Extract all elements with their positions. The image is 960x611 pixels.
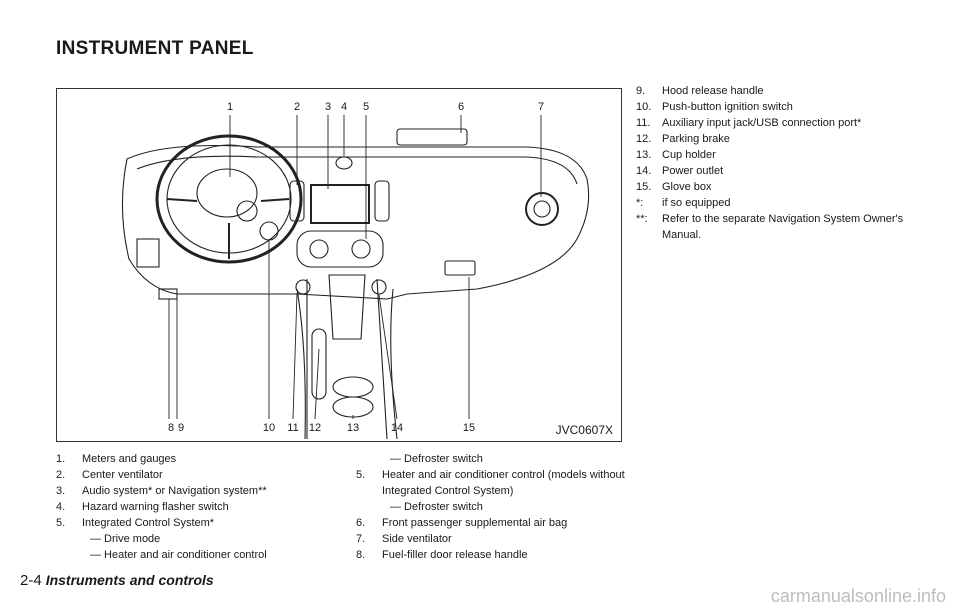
callout-15: 15	[462, 422, 476, 434]
list-item: 15.Glove box	[636, 181, 712, 193]
wheel-spokes	[166, 198, 290, 259]
page-number: 2-4	[20, 572, 42, 589]
list-item: 5.Integrated Control System*	[56, 517, 215, 529]
glove-box-latch	[444, 260, 476, 276]
bottom-leader-lines	[168, 239, 470, 420]
list-item: 6.Front passenger supplemental air bag	[356, 517, 568, 529]
ignition-switch	[259, 221, 279, 241]
list-item: 7.Side ventilator	[356, 533, 452, 545]
callout-14: 14	[390, 422, 404, 434]
cup-holder-front	[332, 376, 374, 398]
sub-item-drive-mode: — Drive mode	[90, 533, 161, 545]
parking-brake	[311, 328, 327, 400]
list-item: 8.Fuel-filler door release handle	[356, 549, 528, 561]
list-item: 11.Auxiliary input jack/USB connection p…	[636, 117, 862, 129]
callout-1: 1	[226, 101, 234, 113]
power-outlet	[371, 279, 387, 295]
shift-lever-area	[328, 274, 366, 340]
side-ventilator-inner	[533, 200, 551, 218]
audio-display	[310, 184, 370, 224]
legend-list-col2: — Defroster switch 5.Heater and air cond…	[356, 451, 626, 563]
list-item: 14.Power outlet	[636, 165, 724, 177]
page-heading: INSTRUMENT PANEL	[56, 38, 254, 59]
callout-5: 5	[362, 101, 370, 113]
fuel-filler-handle	[158, 288, 178, 300]
callout-11: 11	[287, 422, 299, 434]
legend-list-col3: 9.Hood release handle 10.Push-button ign…	[636, 83, 916, 243]
center-vent-right	[374, 180, 390, 222]
list-subitems: — Defroster switch	[356, 451, 626, 467]
callout-8: 8	[167, 422, 175, 434]
watermark: carmanualsonline.info	[770, 586, 946, 606]
list-item: 12.Parking brake	[636, 133, 730, 145]
callout-6: 6	[457, 101, 465, 113]
callout-3: 3	[324, 101, 332, 113]
sub-item-heater: — Heater and air conditioner control	[90, 549, 267, 561]
list-item: 1.Meters and gauges	[56, 453, 177, 465]
list-item: 3.Audio system* or Navigation system**	[56, 485, 267, 497]
wheel-hub	[236, 200, 258, 222]
center-console	[296, 278, 398, 440]
dashboard-illustration	[121, 115, 590, 440]
integrated-control	[296, 230, 384, 268]
list-item: 5.Heater and air conditioner control (mo…	[356, 469, 625, 497]
callout-12: 12	[308, 422, 322, 434]
section-title: Instruments and controls	[45, 572, 214, 588]
figure-code: JVC0607X	[555, 423, 613, 437]
callout-7: 7	[537, 101, 545, 113]
list-item: 10.Push-button ignition switch	[636, 101, 793, 113]
callout-4: 4	[340, 101, 348, 113]
steering-wheel	[155, 134, 303, 264]
list-item: *:if so equipped	[636, 197, 731, 209]
dash-upper-edge	[136, 155, 578, 185]
aux-port	[295, 279, 311, 295]
callout-13: 13	[346, 422, 360, 434]
hazard-switch	[335, 156, 353, 170]
legend-list-col1: 1.Meters and gauges 2.Center ventilator …	[56, 451, 336, 563]
cup-holder-rear	[332, 396, 374, 418]
meters-gauges	[196, 168, 258, 218]
list-item: 4.Hazard warning flasher switch	[56, 501, 229, 513]
callout-9: 9	[177, 422, 185, 434]
side-ventilator	[525, 192, 559, 226]
control-knob-left	[309, 239, 329, 259]
left-switch-panel	[136, 238, 160, 268]
list-item: 13.Cup holder	[636, 149, 716, 161]
list-subitems: — Drive mode — Heater and air conditione…	[56, 531, 336, 563]
callout-10: 10	[262, 422, 276, 434]
sub-item-defroster: — Defroster switch	[390, 453, 483, 465]
passenger-airbag	[396, 128, 468, 146]
list-item: 9.Hood release handle	[636, 85, 764, 97]
sub-item-defroster-2: — Defroster switch	[390, 501, 483, 513]
dash-outline	[121, 144, 590, 300]
list-item: **:Refer to the separate Navigation Syst…	[636, 213, 904, 241]
callout-2: 2	[293, 101, 301, 113]
top-leader-lines	[229, 115, 542, 239]
instrument-panel-figure: 1 2 3 4 5 6 7 8 9 10 11 12 13 14 15 JVC0…	[56, 88, 622, 442]
control-knob-right	[351, 239, 371, 259]
list-item: 2.Center ventilator	[56, 469, 163, 481]
list-subitems: — Defroster switch	[356, 499, 626, 515]
